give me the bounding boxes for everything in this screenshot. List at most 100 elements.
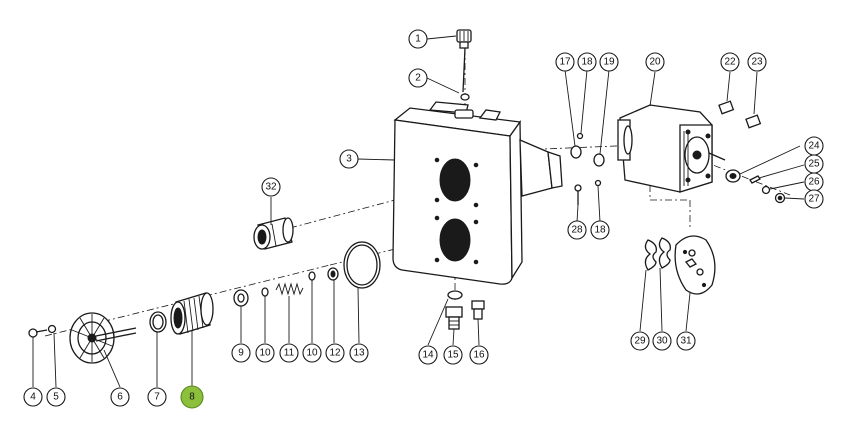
part-25-key bbox=[749, 175, 761, 184]
part-31-cover-plate bbox=[674, 235, 716, 295]
callout-3-label: 3 bbox=[346, 154, 352, 165]
callout-2: 2 bbox=[408, 68, 428, 88]
part-18-washer-a bbox=[576, 132, 584, 140]
callout-27: 27 bbox=[804, 189, 824, 209]
callout-25: 25 bbox=[804, 154, 824, 174]
callout-32-label: 32 bbox=[265, 182, 277, 193]
callout-10b-label: 10 bbox=[306, 348, 318, 359]
callout-23-label: 23 bbox=[751, 57, 763, 68]
callout-20: 20 bbox=[645, 52, 665, 72]
callout-24-label: 24 bbox=[808, 141, 820, 152]
part-12-nut bbox=[327, 267, 339, 281]
callout-11: 11 bbox=[279, 343, 299, 363]
part-20-hydraulic-pump bbox=[617, 104, 726, 193]
callout-23: 23 bbox=[747, 52, 767, 72]
callout-12-label: 12 bbox=[329, 348, 341, 359]
callout-2-label: 2 bbox=[415, 73, 421, 84]
part-18-washer-b bbox=[594, 179, 602, 187]
part-11-spring bbox=[275, 282, 304, 296]
callout-10a-label: 10 bbox=[259, 348, 271, 359]
callout-5: 5 bbox=[46, 387, 66, 407]
callout-18a: 18 bbox=[577, 52, 597, 72]
part-13-gasket bbox=[343, 241, 381, 289]
callout-leader-lines bbox=[32, 35, 805, 388]
callout-13-label: 13 bbox=[353, 348, 365, 359]
callout-10b: 10 bbox=[302, 343, 322, 363]
callout-22-label: 22 bbox=[724, 57, 736, 68]
part-2-o-ring bbox=[460, 93, 470, 101]
part-15-drain-plug bbox=[445, 306, 463, 330]
callout-25-label: 25 bbox=[808, 159, 820, 170]
callout-8: 8 bbox=[180, 385, 204, 409]
callout-8-label: 8 bbox=[189, 392, 195, 403]
callout-19: 19 bbox=[599, 52, 619, 72]
part-26-washer bbox=[761, 185, 771, 195]
part-8-filter-element bbox=[170, 292, 214, 335]
callout-1-label: 1 bbox=[415, 34, 421, 45]
callout-18a-label: 18 bbox=[581, 57, 593, 68]
callout-28: 28 bbox=[567, 220, 587, 240]
callout-30: 30 bbox=[652, 331, 672, 351]
callout-32: 32 bbox=[261, 177, 281, 197]
callout-4: 4 bbox=[23, 387, 43, 407]
part-5-washer bbox=[47, 324, 57, 334]
part-19-o-ring bbox=[593, 153, 605, 167]
callout-31-label: 31 bbox=[680, 336, 692, 347]
part-24-nut bbox=[725, 169, 741, 183]
callout-10a: 10 bbox=[255, 343, 275, 363]
callout-9: 9 bbox=[231, 343, 251, 363]
callout-16: 16 bbox=[469, 345, 489, 365]
part-23-fitting bbox=[745, 114, 762, 129]
part-10-washer-b bbox=[308, 271, 316, 281]
part-22-fitting bbox=[718, 100, 735, 115]
callout-31: 31 bbox=[676, 331, 696, 351]
callout-22: 22 bbox=[720, 52, 740, 72]
callout-12: 12 bbox=[325, 343, 345, 363]
callout-28-label: 28 bbox=[571, 225, 583, 236]
part-9-retainer bbox=[233, 289, 249, 307]
callout-5-label: 5 bbox=[53, 392, 59, 403]
part-3-reservoir-housing bbox=[392, 101, 563, 285]
callout-9-label: 9 bbox=[238, 348, 244, 359]
callout-19-label: 19 bbox=[603, 57, 615, 68]
callout-18b: 18 bbox=[590, 220, 610, 240]
part-4-bolt bbox=[28, 328, 48, 338]
callout-14: 14 bbox=[418, 345, 438, 365]
callout-11-label: 11 bbox=[284, 348, 295, 359]
part-32-sleeve bbox=[253, 217, 294, 250]
part-30-gasket bbox=[658, 237, 671, 269]
part-17-o-ring bbox=[570, 145, 582, 159]
part-10-washer-a bbox=[261, 287, 269, 297]
callout-27-label: 27 bbox=[808, 194, 820, 205]
part-29-gasket bbox=[644, 239, 657, 271]
callout-16-label: 16 bbox=[473, 350, 485, 361]
callout-15: 15 bbox=[443, 345, 463, 365]
part-14-seal bbox=[447, 290, 463, 300]
callout-1: 1 bbox=[408, 29, 428, 49]
callout-4-label: 4 bbox=[30, 392, 36, 403]
part-16-fitting bbox=[471, 300, 485, 320]
callout-15-label: 15 bbox=[447, 350, 459, 361]
callout-24: 24 bbox=[804, 136, 824, 156]
callout-18b-label: 18 bbox=[594, 225, 606, 236]
callout-7: 7 bbox=[147, 387, 167, 407]
callout-20-label: 20 bbox=[649, 57, 661, 68]
part-7-seal-ring bbox=[149, 311, 167, 333]
callout-29-label: 29 bbox=[634, 336, 646, 347]
callout-30-label: 30 bbox=[656, 336, 668, 347]
callout-26-label: 26 bbox=[808, 177, 820, 188]
callout-6-label: 6 bbox=[117, 392, 123, 403]
callout-3: 3 bbox=[339, 149, 359, 169]
part-27-nut bbox=[774, 192, 786, 204]
part-1-breather-cap bbox=[456, 29, 472, 93]
callout-7-label: 7 bbox=[154, 392, 160, 403]
callout-14-label: 14 bbox=[422, 350, 434, 361]
callout-6: 6 bbox=[110, 387, 130, 407]
callout-29: 29 bbox=[630, 331, 650, 351]
part-28-bolt bbox=[574, 184, 582, 205]
callout-17-label: 17 bbox=[559, 57, 571, 68]
part-6-filter-plate bbox=[69, 312, 137, 364]
callout-26: 26 bbox=[804, 172, 824, 192]
callout-13: 13 bbox=[349, 343, 369, 363]
